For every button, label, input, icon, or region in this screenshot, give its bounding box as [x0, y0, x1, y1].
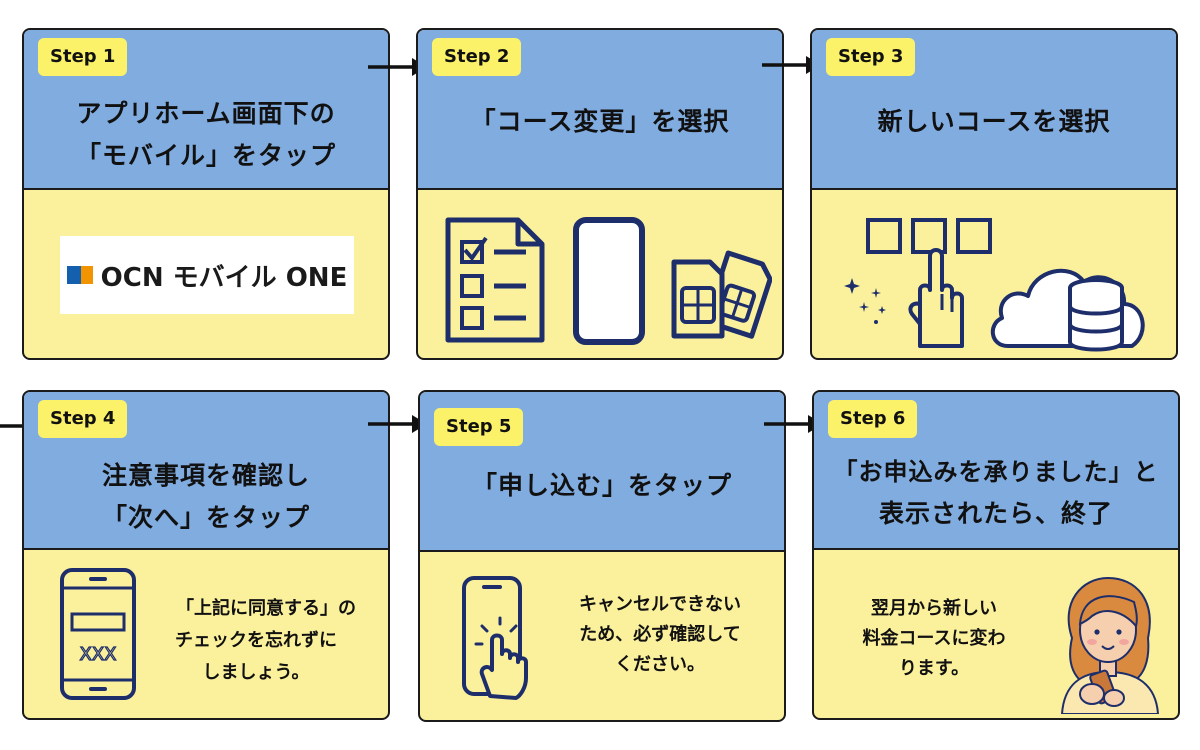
step-2-body: [418, 190, 782, 358]
step-4-title-line-2: 「次へ」をタップ: [101, 503, 310, 532]
step-1-title-line-1: アプリホーム画面下の: [76, 99, 336, 128]
step-5-card: Step 5 「申し込む」をタップ キャンセルできない ため、必ず確認して くだ…: [418, 390, 786, 722]
step-1-header: Step 1 アプリホーム画面下の 「モバイル」をタップ: [24, 30, 388, 190]
step-5-title: 「申し込む」をタップ: [471, 471, 732, 500]
step-4-card: Step 4 注意事項を確認し 「次へ」をタップ XXX 「上記に同意する」の …: [22, 390, 390, 720]
step-3-body: [812, 190, 1176, 358]
step-4-header: Step 4 注意事項を確認し 「次へ」をタップ: [24, 392, 388, 550]
step-6-card: Step 6 「お申込みを承りました」と 表示されたら、終了 翌月から新しい 料…: [812, 390, 1180, 720]
step-5-header: Step 5 「申し込む」をタップ: [420, 392, 784, 552]
step-6-body-line-2: 料金コースに変わ: [862, 628, 1006, 649]
ocn-logo-icon: [66, 266, 93, 284]
step-1-card: Step 1 アプリホーム画面下の 「モバイル」をタップ OCN モバイル ON…: [22, 28, 390, 360]
step-5-body: キャンセルできない ため、必ず確認して ください。: [420, 552, 784, 720]
cloud-database-icon: [991, 268, 1145, 352]
step-3-header: Step 3 新しいコースを選択: [812, 30, 1176, 190]
step-5-badge: Step 5: [434, 408, 524, 446]
step-4-body-line-3: しましょう。: [202, 662, 310, 683]
step-3-card: Step 3 新しいコースを選択: [810, 28, 1178, 360]
step-2-title: 「コース変更」を選択: [470, 107, 730, 136]
woman-smartphone-icon: [1060, 576, 1160, 714]
ocn-logo: OCN モバイル ONE: [60, 236, 354, 314]
step-2-card: Step 2 「コース変更」を選択: [416, 28, 784, 360]
step-5-body-line-2: ため、必ず確認して: [579, 624, 741, 645]
step-2-badge: Step 2: [432, 38, 522, 76]
step-1-title-line-2: 「モバイル」をタップ: [75, 141, 336, 170]
smartphone-icon: [573, 217, 645, 345]
checklist-icon: [445, 217, 545, 343]
step-6-body: 翌月から新しい 料金コースに変わ ります。: [814, 550, 1178, 718]
step-2-header: Step 2 「コース変更」を選択: [418, 30, 782, 190]
step-6-body-line-3: ります。: [898, 658, 970, 679]
step-6-title-line-2: 表示されたら、終了: [878, 499, 1113, 528]
step-6-title-line-1: 「お申込みを承りました」と: [833, 458, 1159, 486]
step-4-body: XXX 「上記に同意する」の チェックを忘れずに しましょう。: [24, 550, 388, 718]
step-4-body-line-1: 「上記に同意する」の: [176, 598, 356, 619]
step-3-badge: Step 3: [826, 38, 916, 76]
step-1-body: OCN モバイル ONE: [24, 190, 388, 358]
step-3-title: 新しいコースを選択: [877, 107, 1111, 136]
sim-card-icon: [671, 250, 772, 339]
step-6-header: Step 6 「お申込みを承りました」と 表示されたら、終了: [814, 392, 1178, 550]
step-4-title-line-1: 注意事項を確認し: [101, 461, 310, 490]
step-6-badge: Step 6: [828, 400, 918, 438]
phone-form-icon: XXX: [60, 568, 136, 700]
phone-form-code: XXX: [80, 644, 117, 665]
tap-phone-icon: [462, 576, 528, 700]
step-4-body-line-2: チェックを忘れずに: [175, 630, 337, 651]
step-1-badge: Step 1: [38, 38, 128, 76]
step-6-body-line-1: 翌月から新しい: [871, 598, 997, 619]
step-5-body-line-3: ください。: [615, 654, 705, 675]
step-4-badge: Step 4: [38, 400, 128, 438]
step-5-body-line-1: キャンセルできない: [579, 594, 741, 615]
sparkle-icon: [844, 278, 886, 324]
pointing-hand-icon: [908, 248, 964, 348]
ocn-logo-text: OCN モバイル ONE: [100, 262, 348, 293]
